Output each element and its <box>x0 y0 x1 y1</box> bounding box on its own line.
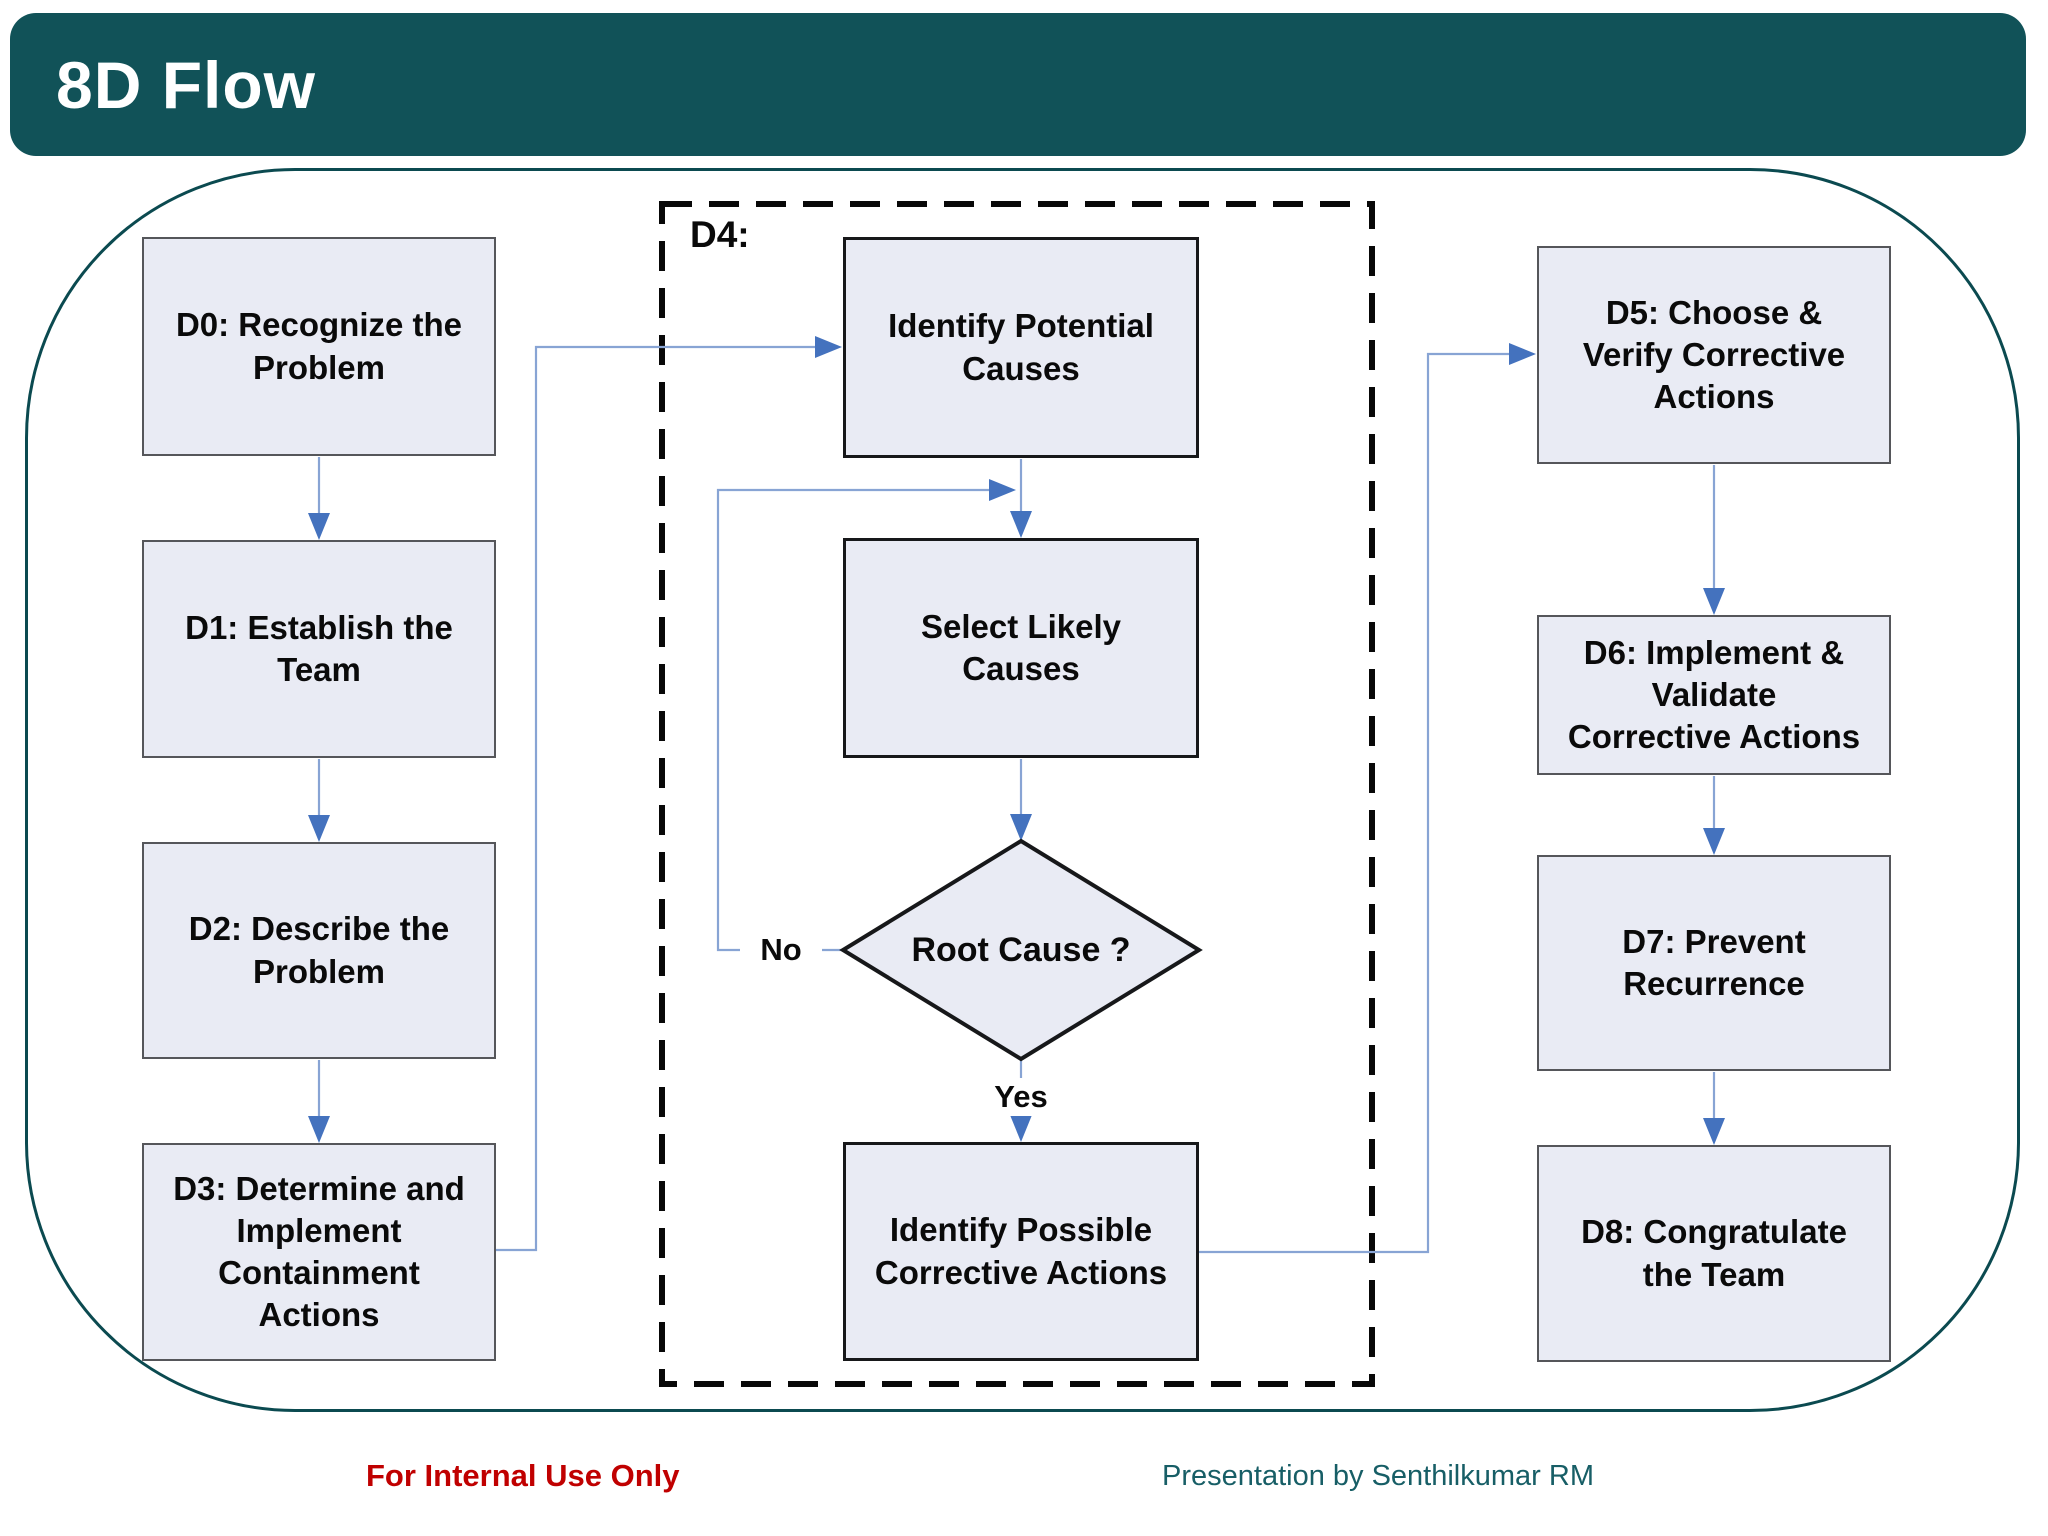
page-title: 8D Flow <box>56 47 317 122</box>
root-cause-decision-diamond <box>839 838 1203 1062</box>
d4-group-dashed-border <box>659 201 1375 1387</box>
node-select-likely-causes: Select Likely Causes <box>843 538 1199 758</box>
node-d3-containment-actions: D3: Determine and Implement Containment … <box>142 1143 496 1361</box>
connector-d3-identify-potential <box>496 336 842 1252</box>
edge-label-yes: Yes <box>975 1078 1067 1116</box>
connector-identify-possible-d5 <box>1199 343 1536 1254</box>
node-identify-possible-corrective-actions: Identify Possible Corrective Actions <box>843 1142 1199 1361</box>
node-d1-establish-team: D1: Establish the Team <box>142 540 496 758</box>
node-root-cause-label: Root Cause ? <box>911 930 1131 969</box>
node-d7-prevent-recurrence: D7: Prevent Recurrence <box>1537 855 1891 1071</box>
d4-group-label: D4: <box>690 214 750 255</box>
footer-presentation-credit: Presentation by Senthilkumar RM <box>1162 1460 1594 1492</box>
node-identify-potential-causes: Identify Potential Causes <box>843 237 1199 458</box>
edge-label-no: No <box>740 926 822 974</box>
slide-header: 8D Flow <box>10 13 2026 156</box>
node-d0-recognize-problem: D0: Recognize the Problem <box>142 237 496 456</box>
node-d2-describe-problem: D2: Describe the Problem <box>142 842 496 1059</box>
node-d8-congratulate-team: D8: Congratulate the Team <box>1537 1145 1891 1362</box>
flow-container-border <box>25 168 2020 1412</box>
node-d6-implement-validate-corrective-actions: D6: Implement & Validate Corrective Acti… <box>1537 615 1891 775</box>
node-d5-choose-verify-corrective-actions: D5: Choose & Verify Corrective Actions <box>1537 246 1891 464</box>
footer-internal-use-note: For Internal Use Only <box>366 1458 680 1493</box>
